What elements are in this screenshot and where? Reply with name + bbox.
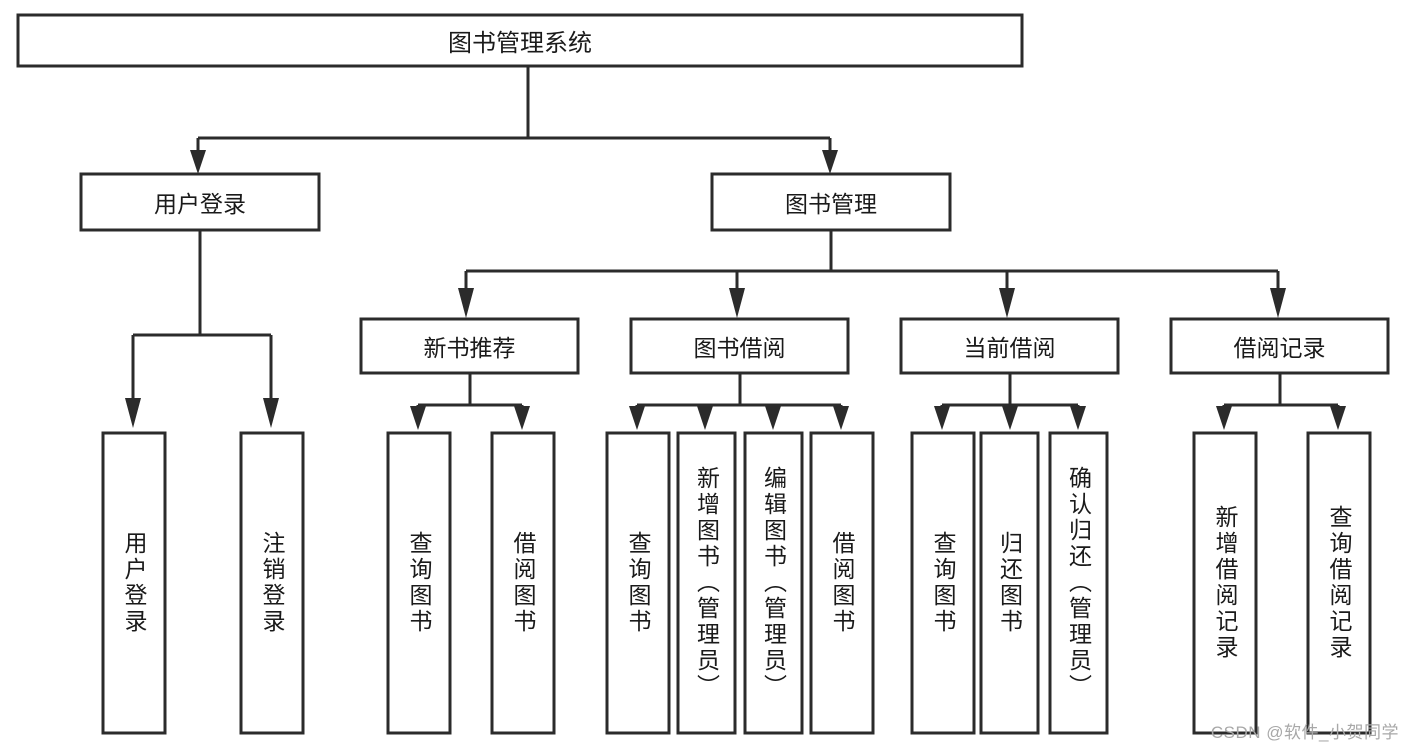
leaf-box-bb-edit[interactable] — [743, 431, 804, 735]
arrow-head-bb-leaf1 — [629, 406, 645, 430]
arrow-head-bb-leaf2 — [697, 406, 713, 430]
leaf-box-logout[interactable] — [239, 431, 305, 735]
arrow-head-cb-leaf1 — [934, 406, 950, 430]
leaf-box-br-add[interactable] — [1192, 431, 1258, 735]
arrow-head-br-leaf2 — [1330, 406, 1346, 430]
leaf-box-bb-query[interactable] — [605, 431, 671, 735]
node-current-borrow-box[interactable] — [899, 317, 1120, 375]
leaf-box-bb-add[interactable] — [676, 431, 737, 735]
leaf-box-br-query[interactable] — [1306, 431, 1372, 735]
csdn-watermark: CSDN @软件_小贺同学 — [1210, 723, 1399, 742]
leaf-box-cb-query[interactable] — [910, 431, 976, 735]
leaf-box-nb-borrow[interactable] — [490, 431, 556, 735]
arrow-head-br-leaf1 — [1216, 406, 1232, 430]
node-book-manage-box[interactable] — [710, 172, 952, 232]
arrow-head-borrow-record — [1270, 288, 1286, 318]
node-new-book-box[interactable] — [359, 317, 580, 375]
arrow-head-nb-leaf1 — [410, 406, 426, 430]
arrow-head-cb-leaf3 — [1070, 406, 1086, 430]
arrow-head-book-manage — [822, 150, 838, 174]
arrow-head-nb-leaf2 — [514, 406, 530, 430]
arrow-head-bb-leaf4 — [833, 406, 849, 430]
node-user-login-box[interactable] — [79, 172, 321, 232]
node-book-borrow-box[interactable] — [629, 317, 850, 375]
arrow-head-new-book — [458, 288, 474, 318]
arrow-head-cb-leaf2 — [1002, 406, 1018, 430]
arrow-head-leaf-logout — [263, 398, 279, 428]
leaf-box-bb-borrow[interactable] — [809, 431, 875, 735]
leaf-box-cb-return[interactable] — [979, 431, 1040, 735]
leaf-box-cb-confirm[interactable] — [1048, 431, 1109, 735]
arrow-head-bb-leaf3 — [765, 406, 781, 430]
arrow-head-current-borrow — [999, 288, 1015, 318]
arrow-head-book-borrow — [729, 288, 745, 318]
leaf-box-user-login[interactable] — [101, 431, 167, 735]
node-root-box[interactable] — [16, 13, 1024, 68]
arrow-head-leaf-user-login — [125, 398, 141, 428]
leaf-box-nb-query[interactable] — [386, 431, 452, 735]
node-borrow-record-box[interactable] — [1169, 317, 1390, 375]
arrow-head-user-login — [190, 150, 206, 174]
